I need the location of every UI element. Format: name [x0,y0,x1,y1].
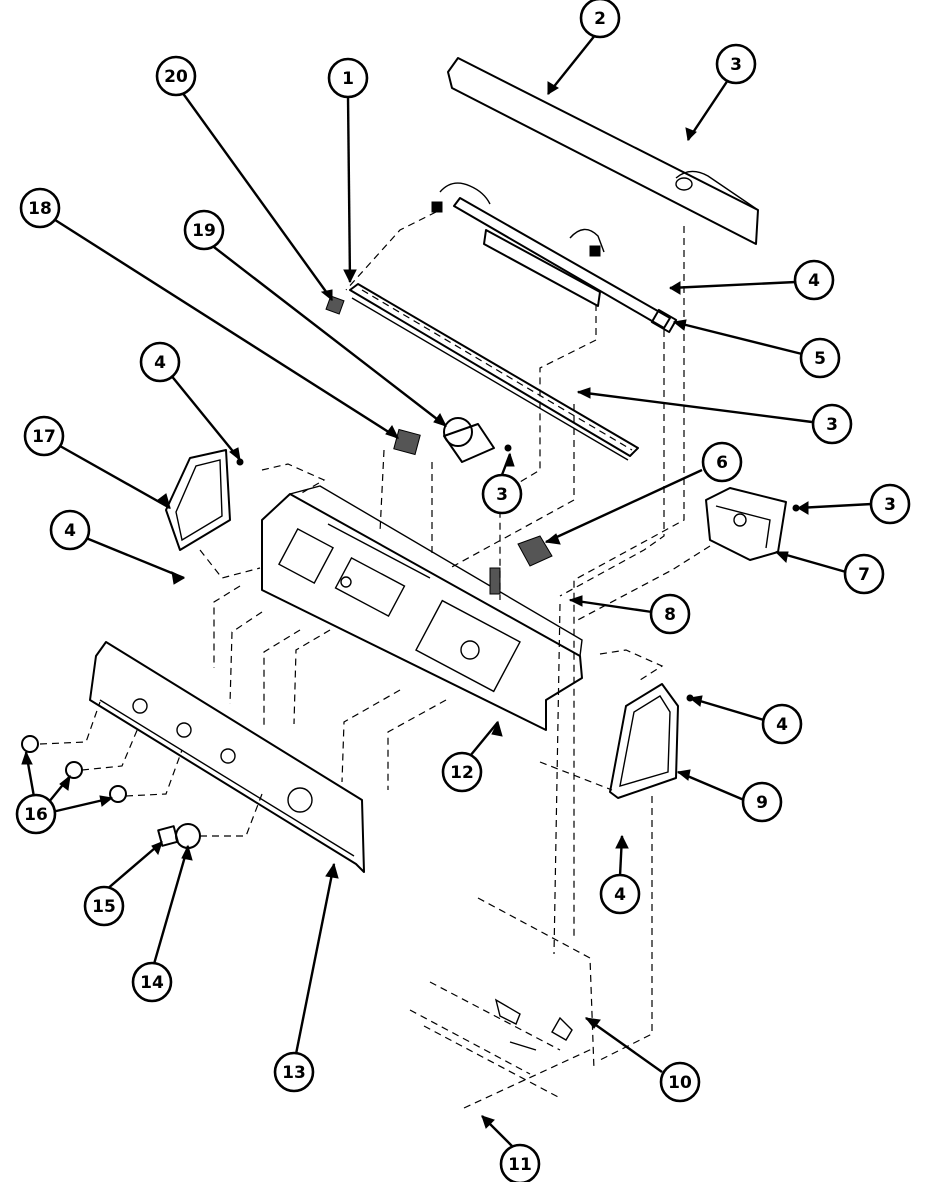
callout-label: 3 [884,495,896,515]
assembly-guide-lines [39,211,711,1061]
part-base-frame [409,897,595,1109]
callout-label: 8 [664,605,676,625]
callout-5: 5 [799,337,841,379]
callout-19: 19 [183,209,225,251]
callout-1: 1 [327,57,369,99]
callout-label: 13 [282,1063,306,1083]
callout-label: 17 [32,427,56,447]
callout-12: 12 [441,751,483,793]
part-console-panel [89,641,365,873]
callout-2: 2 [579,0,621,39]
part-light-bar [349,283,639,461]
callout-15: 15 [83,885,125,927]
callout-label: 9 [756,793,768,813]
callout-4-left: 4 [49,509,91,551]
callout-label: 4 [776,715,788,735]
part-lamp-assembly [431,182,678,334]
callout-label: 1 [342,69,354,89]
part-clip [325,295,345,315]
callout-label: 10 [668,1073,692,1093]
callout-3-switch: 3 [481,473,523,515]
callout-label: 20 [164,67,188,87]
callout-4-top-right: 4 [793,259,835,301]
part-top-cover [447,57,759,245]
callout-label: 5 [814,349,826,369]
callout-label: 16 [24,805,48,825]
part-control-panel [261,485,583,731]
callout-18: 18 [19,187,61,229]
callout-3-middle: 3 [811,403,853,445]
callout-label: 11 [508,1155,532,1175]
part-timer [705,487,800,561]
callout-label: 18 [28,199,52,219]
callout-label: 2 [594,9,606,29]
callout-label: 12 [450,763,474,783]
leader-lines [24,33,873,1147]
part-pressure-switch [443,417,512,463]
callout-label: 4 [808,271,820,291]
callout-label: 4 [154,353,166,373]
callout-label: 15 [92,897,116,917]
callout-14: 14 [131,961,173,1003]
callout-3-timer: 3 [869,483,911,525]
callout-label: 4 [64,521,76,541]
callout-4-right: 4 [761,703,803,745]
callout-4-bottom: 4 [599,873,641,915]
callout-4-left-top: 4 [139,341,181,383]
callout-9: 9 [741,781,783,823]
callout-6: 6 [701,441,743,483]
callout-17: 17 [23,415,65,457]
callout-label: 3 [826,415,838,435]
callout-20: 20 [155,55,197,97]
callout-8: 8 [649,593,691,635]
callout-label: 4 [614,885,626,905]
callout-label: 6 [716,453,728,473]
callout-13: 13 [273,1051,315,1093]
callout-label: 7 [858,565,870,585]
callout-label: 19 [192,221,216,241]
callout-label: 14 [140,973,164,993]
callout-11: 11 [499,1143,541,1182]
part-left-end-cap [165,449,244,551]
callout-7: 7 [843,553,885,595]
part-clip-6 [517,535,553,567]
arrowheads [21,81,809,1129]
part-switch [393,428,421,456]
part-right-end-cap [609,683,694,799]
callout-10: 10 [659,1061,701,1103]
callout-label: 3 [496,485,508,505]
part-knobs [21,735,201,849]
callout-16: 16 [15,793,57,835]
callout-label: 3 [730,55,742,75]
callout-3-top: 3 [715,43,757,85]
